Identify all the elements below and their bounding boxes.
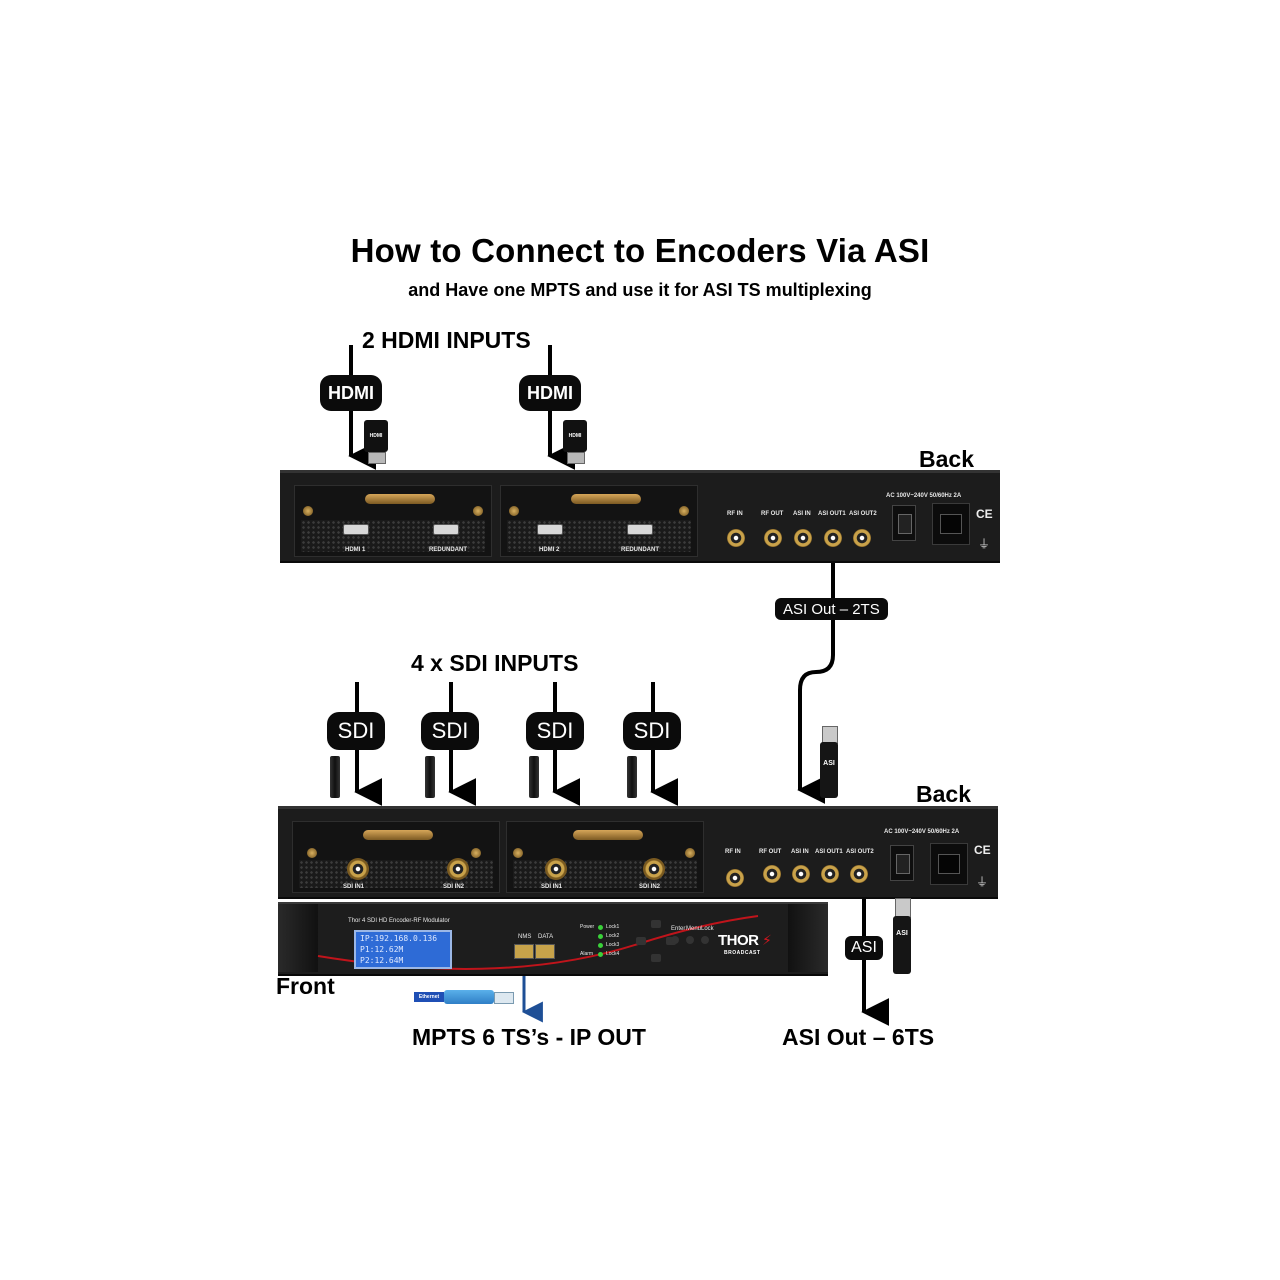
thor-logo: THOR	[718, 932, 759, 949]
data-ethernet-port	[535, 944, 555, 959]
sdi-tag-1: SDI	[327, 712, 385, 750]
sdi-module-1: SDI IN1 SDI IN2	[292, 821, 500, 893]
bottom-back-label: Back	[916, 781, 971, 807]
power-switch	[890, 845, 914, 881]
hdmi-port	[537, 524, 563, 535]
ground-icon: ⏚	[976, 875, 989, 889]
rf-out-port	[764, 529, 782, 547]
ip-out-label: MPTS 6 TS’s - IP OUT	[412, 1024, 646, 1050]
front-model-label: Thor 4 SDI HD Encoder-RF Modulator	[348, 918, 450, 924]
encoder-front-panel: Thor 4 SDI HD Encoder-RF Modulator IP:19…	[278, 902, 828, 976]
lock-led	[598, 934, 603, 939]
hdmi-tag-1: HDMI	[320, 375, 382, 411]
sdi-in2-port	[643, 858, 665, 880]
asi-in-port	[792, 865, 810, 883]
hdmi-tag-2: HDMI	[519, 375, 581, 411]
hdmi-port	[433, 524, 459, 535]
sdi-connector-icon	[425, 756, 435, 798]
sdi-in2-port	[447, 858, 469, 880]
hdmi-module-2: HDMI 2 REDUNDANT	[500, 485, 698, 557]
asi-out1-port	[821, 865, 839, 883]
lock-led	[598, 943, 603, 948]
hdmi-port	[343, 524, 369, 535]
power-switch	[892, 505, 916, 541]
hdmi-connector-icon: HDMI	[364, 420, 388, 464]
sdi-connector-icon	[627, 756, 637, 798]
sdi-connector-icon	[529, 756, 539, 798]
lock-button	[701, 936, 709, 944]
asi-in-port	[794, 529, 812, 547]
asi-out-tag: ASI	[845, 936, 883, 960]
hdmi-module-1: HDMI 1 REDUNDANT	[294, 485, 492, 557]
asi-out1-port	[824, 529, 842, 547]
sdi-module-2: SDI IN1 SDI IN2	[506, 821, 704, 893]
sdi-tag-3: SDI	[526, 712, 584, 750]
page-title: How to Connect to Encoders Via ASI	[350, 232, 930, 269]
asi-out-label: ASI Out – 6TS	[782, 1024, 935, 1050]
hdmi-port	[627, 524, 653, 535]
sdi-tag-2: SDI	[421, 712, 479, 750]
thor-logo-sub: BROADCAST	[724, 950, 761, 956]
nms-ethernet-port	[514, 944, 534, 959]
bottom-encoder-rear-panel: SDI IN1 SDI IN2 SDI IN1 SDI IN2 RF IN RF…	[278, 806, 998, 899]
power-led	[598, 925, 603, 930]
asi-output-connector-icon: ASI	[893, 898, 911, 974]
rf-in-port	[726, 869, 744, 887]
menu-button	[686, 936, 694, 944]
alarm-led	[598, 952, 603, 957]
ce-mark: CE	[974, 843, 991, 857]
power-inlet	[930, 843, 968, 885]
ethernet-cable-icon: Ethernet	[414, 988, 514, 1008]
power-inlet	[932, 503, 970, 545]
asi-link-arrow	[797, 560, 835, 804]
sdi-in1-port	[545, 858, 567, 880]
hdmi-connector-icon: HDMI	[563, 420, 587, 464]
ce-mark: CE	[976, 507, 993, 521]
rf-in-port	[727, 529, 745, 547]
asi-out2-port	[853, 529, 871, 547]
asi-out2-port	[850, 865, 868, 883]
asi-link-tag: ASI Out – 2TS	[775, 598, 888, 620]
top-encoder-rear-panel: HDMI 1 REDUNDANT HDMI 2 REDUNDANT RF IN …	[280, 470, 1000, 563]
page-subtitle: and Have one MPTS and use it for ASI TS …	[408, 280, 872, 300]
ground-icon: ⏚	[978, 537, 991, 551]
sdi-connector-icon	[330, 756, 340, 798]
sdi-inputs-label: 4 x SDI INPUTS	[411, 650, 579, 676]
sdi-in1-port	[347, 858, 369, 880]
asi-connector-icon: ASI	[820, 726, 838, 798]
rf-out-port	[763, 865, 781, 883]
top-back-label: Back	[919, 446, 974, 472]
front-label: Front	[276, 973, 335, 999]
hdmi-inputs-label: 2 HDMI INPUTS	[362, 327, 531, 353]
sdi-tag-4: SDI	[623, 712, 681, 750]
lightning-icon: ⚡	[762, 932, 772, 948]
enter-button	[671, 936, 679, 944]
front-lcd-display: IP:192.168.0.136 P1:12.62M P2:12.64M	[354, 930, 452, 969]
